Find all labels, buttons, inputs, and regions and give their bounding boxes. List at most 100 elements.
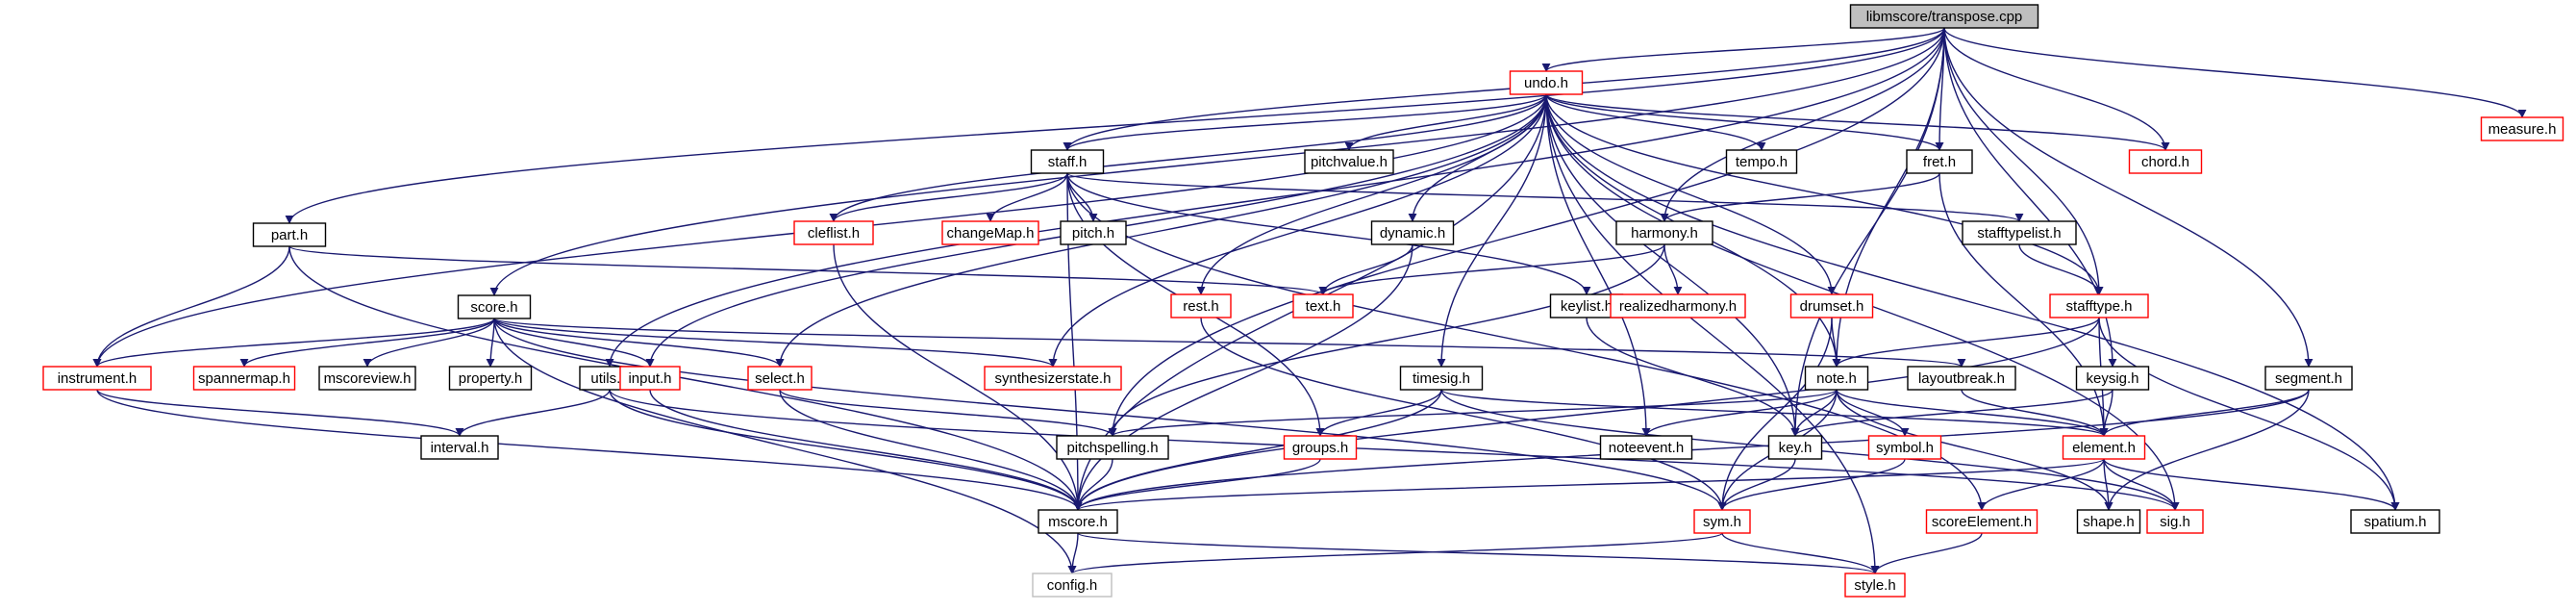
node-score[interactable]: score.h xyxy=(457,294,532,319)
node-stafftype[interactable]: stafftype.h xyxy=(2049,293,2149,318)
node-box-scoreelement xyxy=(1925,509,2038,534)
node-fret[interactable]: fret.h xyxy=(1906,149,1973,174)
node-box-stafftypelist xyxy=(1962,220,2077,245)
edge-sym-to-style xyxy=(1721,532,1880,574)
node-root: libmscore/transpose.cpp xyxy=(1849,4,2039,29)
node-timesig[interactable]: timesig.h xyxy=(1399,366,1484,391)
node-label: timesig.h xyxy=(1413,370,1470,387)
node-realizedharmony[interactable]: realizedharmony.h xyxy=(1610,293,1746,318)
node-label: pitchvalue.h xyxy=(1311,154,1388,170)
node-measure[interactable]: measure.h xyxy=(2480,116,2564,141)
node-pitchspelling[interactable]: pitchspelling.h xyxy=(1056,435,1169,460)
node-label: tempo.h xyxy=(1736,154,1788,170)
node-label: sym.h xyxy=(1703,514,1741,530)
node-label: chord.h xyxy=(2141,154,2189,170)
node-element[interactable]: element.h xyxy=(2062,435,2146,460)
node-interval[interactable]: interval.h xyxy=(420,435,499,460)
node-groups[interactable]: groups.h xyxy=(1283,435,1358,460)
node-label: note.h xyxy=(1816,370,1857,387)
node-input[interactable]: input.h xyxy=(619,366,681,391)
node-undo[interactable]: undo.h xyxy=(1509,70,1584,95)
edge-instrument-to-mscore xyxy=(96,389,1083,511)
edge-root-to-segment xyxy=(1943,27,2313,368)
node-select[interactable]: select.h xyxy=(747,366,813,391)
edge-element-to-shape xyxy=(2103,458,2113,511)
node-staff[interactable]: staff.h xyxy=(1030,149,1105,174)
node-synthesizerstate[interactable]: synthesizerstate.h xyxy=(984,366,1122,391)
node-label: layoutbreak.h xyxy=(1918,370,2005,387)
node-box-instrument xyxy=(42,366,152,391)
edge-element-to-scoreelement xyxy=(1977,458,2105,511)
edge-staff-to-cleflist xyxy=(829,172,1068,222)
node-box-pitchspelling xyxy=(1056,435,1169,460)
node-instrument[interactable]: instrument.h xyxy=(42,366,152,391)
node-tempo[interactable]: tempo.h xyxy=(1725,149,1798,174)
edge-part-to-text xyxy=(288,245,1328,295)
node-cleflist[interactable]: cleflist.h xyxy=(793,220,874,245)
node-box-property xyxy=(448,366,533,391)
edge-timesig-to-mscore xyxy=(1073,389,1442,511)
node-box-select xyxy=(747,366,813,391)
node-box-pitch xyxy=(1060,220,1127,245)
node-box-stafftype xyxy=(2049,293,2149,318)
node-sig[interactable]: sig.h xyxy=(2146,509,2204,534)
node-box-changemap xyxy=(941,220,1039,245)
node-label: key.h xyxy=(1779,440,1813,456)
node-label: sig.h xyxy=(2160,514,2190,530)
edge-symbol-to-sym xyxy=(1717,458,1906,511)
node-noteevent[interactable]: noteevent.h xyxy=(1599,435,1693,460)
node-layoutbreak[interactable]: layoutbreak.h xyxy=(1907,366,2016,391)
edge-score-to-sym xyxy=(493,318,1727,511)
node-drumset[interactable]: drumset.h xyxy=(1789,293,1874,318)
node-changemap[interactable]: changeMap.h xyxy=(941,220,1039,245)
node-pitch[interactable]: pitch.h xyxy=(1060,220,1127,245)
edge-score-to-select xyxy=(493,318,785,368)
node-pitchvalue[interactable]: pitchvalue.h xyxy=(1304,149,1394,174)
node-box-timesig xyxy=(1399,366,1484,391)
node-dynamic[interactable]: dynamic.h xyxy=(1370,220,1455,245)
node-label: shape.h xyxy=(2083,514,2134,530)
node-spannermap[interactable]: spannermap.h xyxy=(192,366,296,391)
node-symbol[interactable]: symbol.h xyxy=(1867,435,1942,460)
node-spatium[interactable]: spatium.h xyxy=(2350,509,2440,534)
node-label: text.h xyxy=(1306,298,1341,315)
edge-instrument-to-interval xyxy=(96,389,464,437)
node-box-key xyxy=(1767,435,1823,460)
node-box-drumset xyxy=(1789,293,1874,318)
node-box-noteevent xyxy=(1599,435,1693,460)
node-mscoreview[interactable]: mscoreview.h xyxy=(318,366,416,391)
node-label: drumset.h xyxy=(1800,298,1864,315)
node-harmony[interactable]: harmony.h xyxy=(1615,220,1713,245)
edge-root-to-chord xyxy=(1943,27,2170,151)
node-config[interactable]: config.h xyxy=(1032,573,1113,598)
edge-keysig-to-key xyxy=(1790,389,2113,437)
node-stafftypelist[interactable]: stafftypelist.h xyxy=(1962,220,2077,245)
node-mscore[interactable]: mscore.h xyxy=(1038,509,1118,534)
node-note[interactable]: note.h xyxy=(1804,366,1869,391)
edge-undo-to-select xyxy=(775,93,1547,368)
node-shape[interactable]: shape.h xyxy=(2076,509,2141,534)
node-rest[interactable]: rest.h xyxy=(1170,293,1232,318)
node-box-note xyxy=(1804,366,1869,391)
edge-score-to-layoutbreak xyxy=(493,318,1965,368)
node-segment[interactable]: segment.h xyxy=(2264,366,2353,391)
node-box-pitchvalue xyxy=(1304,149,1394,174)
edge-staff-to-keylist xyxy=(1066,172,1591,295)
node-label: fret.h xyxy=(1923,154,1956,170)
edge-element-to-sig xyxy=(2103,458,2180,511)
node-key[interactable]: key.h xyxy=(1767,435,1823,460)
node-part[interactable]: part.h xyxy=(252,222,327,247)
node-chord[interactable]: chord.h xyxy=(2128,149,2203,174)
edge-undo-to-tempo xyxy=(1545,93,1766,151)
node-label: rest.h xyxy=(1183,298,1219,315)
node-scoreelement[interactable]: scoreElement.h xyxy=(1925,509,2038,534)
edge-undo-to-stafftype xyxy=(1545,93,2104,295)
node-sym[interactable]: sym.h xyxy=(1693,509,1751,534)
node-label: part.h xyxy=(271,227,308,243)
node-text[interactable]: text.h xyxy=(1292,293,1354,318)
edge-root-to-undo xyxy=(1541,27,1945,72)
node-keysig[interactable]: keysig.h xyxy=(2075,366,2150,391)
node-style[interactable]: style.h xyxy=(1844,573,1906,598)
node-property[interactable]: property.h xyxy=(448,366,533,391)
edge-root-to-part xyxy=(285,27,1945,224)
